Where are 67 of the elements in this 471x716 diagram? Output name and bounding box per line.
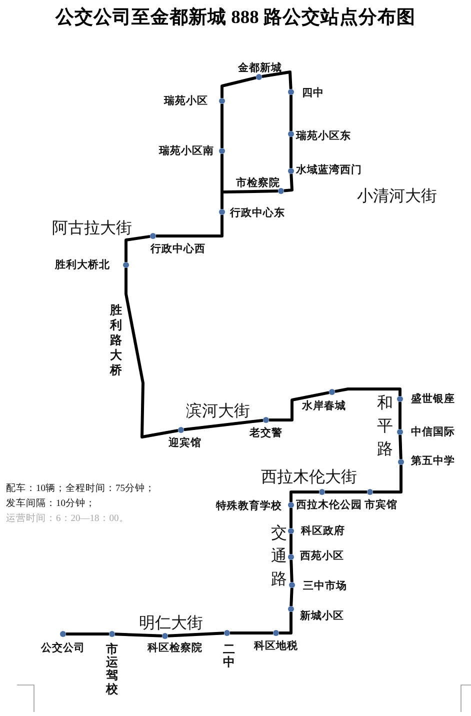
route-line — [290, 508, 292, 528]
stop-name: 市检察院 — [236, 177, 280, 190]
route-line — [124, 234, 150, 262]
route-line — [114, 632, 162, 638]
stop-name: 行政中心西 — [150, 243, 206, 256]
street-name: 小清河大街 — [357, 186, 437, 207]
route-line — [230, 632, 273, 634]
stop-name: 瑞苑小区东 — [296, 130, 351, 142]
stop-name: 迎宾馆 — [168, 437, 202, 450]
stop-name: 科区政府 — [301, 524, 345, 538]
stop-name: 二中 — [223, 643, 235, 670]
service-note: 发车间隔：10分钟； — [6, 497, 96, 510]
stop-name: 四中 — [302, 86, 324, 100]
route-line — [290, 137, 292, 168]
stop-name: 盛世银座 — [411, 392, 455, 406]
stop-name: 金都新城 — [238, 62, 282, 74]
street-name: 交通路 — [271, 524, 287, 590]
stop-name: 中信国际 — [411, 426, 455, 438]
street-name: 和平路 — [377, 394, 393, 460]
street-name: 阿古拉大街 — [52, 218, 132, 239]
stop-name: 三中市场 — [303, 580, 347, 592]
service-note: 配车：10辆；全程时间：75分钟； — [6, 482, 155, 495]
stop-name: 新城小区 — [300, 610, 344, 622]
route-line — [325, 490, 367, 494]
route-line — [269, 391, 330, 422]
stop-name: 瑞苑小区 — [164, 94, 208, 108]
street-name: 西拉木伦大街 — [261, 468, 357, 488]
route-line — [284, 174, 294, 192]
stop-name: 西拉木伦公园 — [296, 499, 362, 512]
stop-name: 特殊教育学校 — [216, 500, 282, 512]
stop-name: 水域蓝湾西门 — [296, 164, 362, 176]
street-name: 胜利路大桥 — [110, 303, 122, 378]
route-line — [290, 95, 292, 131]
route-line — [398, 434, 402, 460]
route-line — [220, 76, 256, 98]
route-line — [290, 560, 294, 582]
stop-name: 胜利大桥北 — [55, 258, 110, 272]
route-line — [156, 215, 224, 238]
route-line — [290, 534, 292, 554]
route-line — [124, 268, 178, 438]
route-line — [334, 388, 402, 396]
stop-name: 公交公司 — [41, 642, 85, 654]
route-line — [398, 402, 402, 429]
stop-name: 科区地税 — [254, 640, 298, 652]
street-name: 明仁大街 — [139, 614, 203, 634]
route-line — [168, 632, 224, 638]
route-line — [220, 154, 224, 209]
route-line — [262, 70, 292, 90]
stop-name: 水岸春城 — [302, 400, 346, 412]
stop-name: 市宾馆 — [364, 499, 398, 512]
route-line — [66, 632, 109, 636]
stop-name: 科区检察院 — [148, 642, 202, 654]
service-note: 运营时间：6：20—18：00。 — [6, 512, 129, 525]
route-line — [184, 418, 264, 432]
stop-name: 市运驾校 — [106, 643, 118, 696]
route-line — [373, 465, 402, 494]
stop-name: 老交警 — [250, 427, 282, 440]
route-line — [290, 490, 319, 502]
stop-name: 行政中心东 — [230, 206, 285, 220]
route-line — [290, 588, 294, 606]
route-line — [220, 104, 224, 148]
street-name: 滨河大街 — [186, 402, 250, 422]
stop-name: 西苑小区 — [300, 550, 344, 562]
map-title: 公交公司至金都新城 888 路公交站点分布图 — [54, 6, 416, 29]
route-line — [279, 612, 292, 634]
stop-name: 瑞苑小区南 — [159, 144, 214, 158]
stop-name: 第五中学 — [411, 454, 455, 468]
